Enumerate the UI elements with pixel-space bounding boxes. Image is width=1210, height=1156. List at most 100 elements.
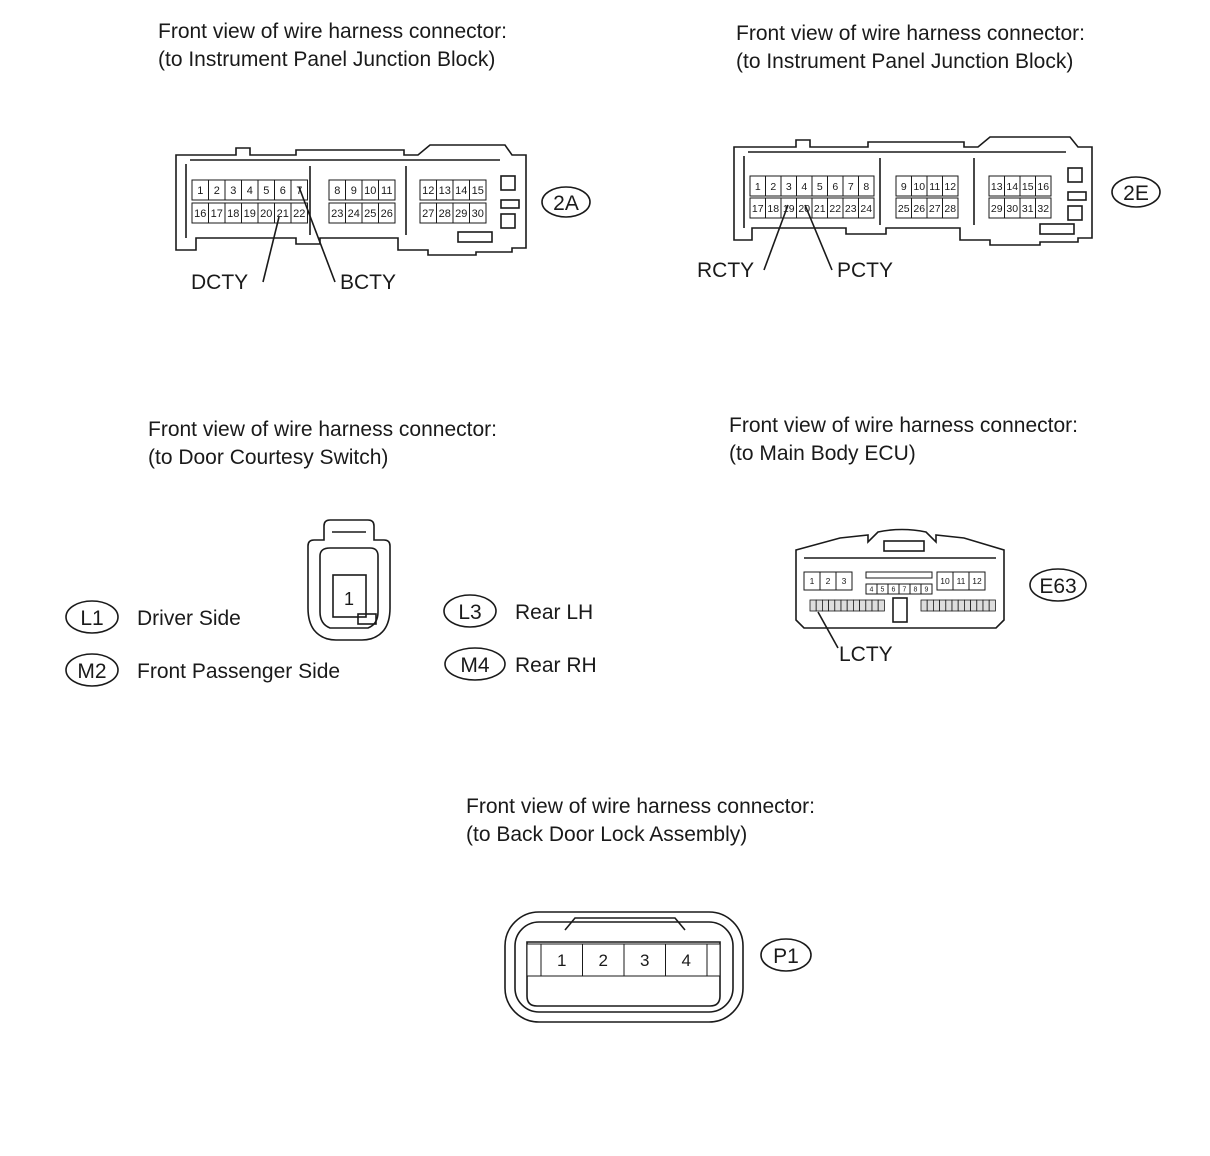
caption-main-body-ecu-line1: Front view of wire harness connector: <box>729 414 1078 437</box>
connector-2a-pin-7: 7 <box>296 185 302 197</box>
connector-e63-pin-10: 10 <box>940 576 950 586</box>
e63-lower-terminal <box>840 599 848 612</box>
callout-pcty: PCTY <box>837 259 893 282</box>
caption-door-switch-line2: (to Door Courtesy Switch) <box>148 446 389 469</box>
e63-lower-terminal <box>809 599 817 612</box>
connector-2e-pin-5: 5 <box>817 181 823 193</box>
connector-2a-pin-1: 1 <box>197 185 203 197</box>
connector-2e-pin-31: 31 <box>1022 203 1034 215</box>
connector-e63-pin-7: 7 <box>903 587 907 594</box>
connector-2a-pin-30: 30 <box>472 208 484 220</box>
e63-lower-terminal <box>871 599 879 612</box>
connector-2a-pin-25: 25 <box>364 208 376 220</box>
connector-2e-pin-32-cell <box>1035 197 1052 219</box>
connector-2e-pin-12-cell <box>942 175 959 197</box>
connector-2e-pin-9: 9 <box>901 181 907 193</box>
connector-2e-pin-17: 17 <box>752 203 764 215</box>
connector-2e-pin-26: 26 <box>913 203 925 215</box>
e63-lower-terminal <box>834 599 842 612</box>
connector-2a-code: 2A <box>553 192 579 215</box>
connector-2a-pin-28: 28 <box>439 208 451 220</box>
connector-e63-pin-9: 9 <box>925 587 929 594</box>
variant-m2-code-outline <box>65 653 119 687</box>
connector-e63-pin-12-cell <box>968 571 986 591</box>
connector-2e-pin-25: 25 <box>898 203 910 215</box>
variant-l1-label: Driver Side <box>137 607 241 630</box>
connector-2a-pin-11-cell <box>378 179 396 201</box>
e63-lower-terminal <box>988 599 996 612</box>
variant-l3-code-outline <box>443 594 497 628</box>
connector-2a-pin-3: 3 <box>230 185 236 197</box>
connector-2a-pin-29: 29 <box>455 208 467 220</box>
connector-2e-pin-30: 30 <box>1006 203 1018 215</box>
connector-e63-pin-11: 11 <box>957 576 966 586</box>
connector-p1-pin-3: 3 <box>640 951 649 970</box>
variant-l3-label: Rear LH <box>515 601 593 624</box>
caption-2e: Front view of wire harness connector: (t… <box>736 20 1085 76</box>
variant-l1-code: L1 <box>80 607 103 630</box>
connector-2e-pin-23: 23 <box>845 203 857 215</box>
connector-2e-housing <box>733 136 1093 246</box>
connector-p1-pin-4-cell <box>665 943 708 977</box>
door-switch-variant-l3: L3 Rear LH <box>443 594 593 628</box>
connector-2e-pin-32: 32 <box>1037 203 1049 215</box>
connector-2e-pin-16: 16 <box>1037 181 1049 193</box>
e63-lower-terminal <box>853 599 861 612</box>
connector-2e-pin-1: 1 <box>755 181 761 193</box>
p1-latch <box>564 917 686 931</box>
door-switch-pin-1: 1 <box>344 589 354 609</box>
connector-2e-pin-10: 10 <box>913 181 925 193</box>
e63-lower-terminal <box>828 599 836 612</box>
e63-lower-terminal <box>815 599 823 612</box>
door-switch-variant-m2: M2 Front Passenger Side <box>65 653 340 687</box>
connector-2e-pin-8: 8 <box>863 181 869 193</box>
connector-e63-pin-6: 6 <box>892 587 896 594</box>
connector-2e-pin-29: 29 <box>991 203 1003 215</box>
variant-m4-code-outline <box>444 647 506 681</box>
connector-2e-pin-22: 22 <box>829 203 841 215</box>
caption-2a: Front view of wire harness connector: (t… <box>158 18 507 74</box>
variant-m4-code: M4 <box>460 654 489 677</box>
connector-2e-pin-20: 20 <box>798 203 810 215</box>
callout-rcty: RCTY <box>697 259 754 282</box>
connector-2a-pin-6: 6 <box>280 185 286 197</box>
connector-p1-pin-2: 2 <box>599 951 608 970</box>
e63-lower-terminal <box>982 599 990 612</box>
caption-main-body-ecu-line2: (to Main Body ECU) <box>729 442 916 465</box>
e63-lower-terminal <box>920 599 928 612</box>
variant-m2-code: M2 <box>77 660 106 683</box>
connector-2a-pin-9: 9 <box>351 185 357 197</box>
connector-p1-pin-1: 1 <box>557 951 566 970</box>
connector-2a-code-badge: 2A <box>541 186 591 218</box>
p1-housing-inner <box>514 921 734 1013</box>
e63-lower-terminal <box>957 599 965 612</box>
connector-2a-pin-11: 11 <box>381 185 392 197</box>
connector-door-switch <box>307 519 391 641</box>
connector-e63-pin-12: 12 <box>972 576 982 586</box>
variant-l3-code: L3 <box>458 601 481 624</box>
connector-2e-key-3 <box>1067 205 1083 221</box>
connector-2e-pin-28: 28 <box>944 203 956 215</box>
connector-2a-pin-15-cell <box>469 179 487 201</box>
connector-e63-code-badge: E63 <box>1029 568 1087 602</box>
caption-main-body-ecu: Front view of wire harness connector: (t… <box>729 412 1078 468</box>
e63-lower-terminal <box>976 599 984 612</box>
e63-lower-terminal <box>964 599 972 612</box>
caption-door-switch-line1: Front view of wire harness connector: <box>148 418 497 441</box>
connector-2e-pin-12: 12 <box>944 181 956 193</box>
callout-bcty-leader <box>298 186 336 283</box>
connector-e63-pin-2: 2 <box>826 576 831 586</box>
connector-2a-pin-20: 20 <box>260 208 272 220</box>
e63-housing <box>795 528 1005 629</box>
connector-2a-pin-17: 17 <box>211 208 223 220</box>
connector-2e-pin-8-cell <box>858 175 875 197</box>
e63-lower-terminal <box>865 599 873 612</box>
connector-p1-pin-2-cell <box>582 943 625 977</box>
connector-2e-pin-19: 19 <box>783 203 795 215</box>
connector-2e-pin-7: 7 <box>848 181 854 193</box>
e63-lower-terminal <box>846 599 854 612</box>
